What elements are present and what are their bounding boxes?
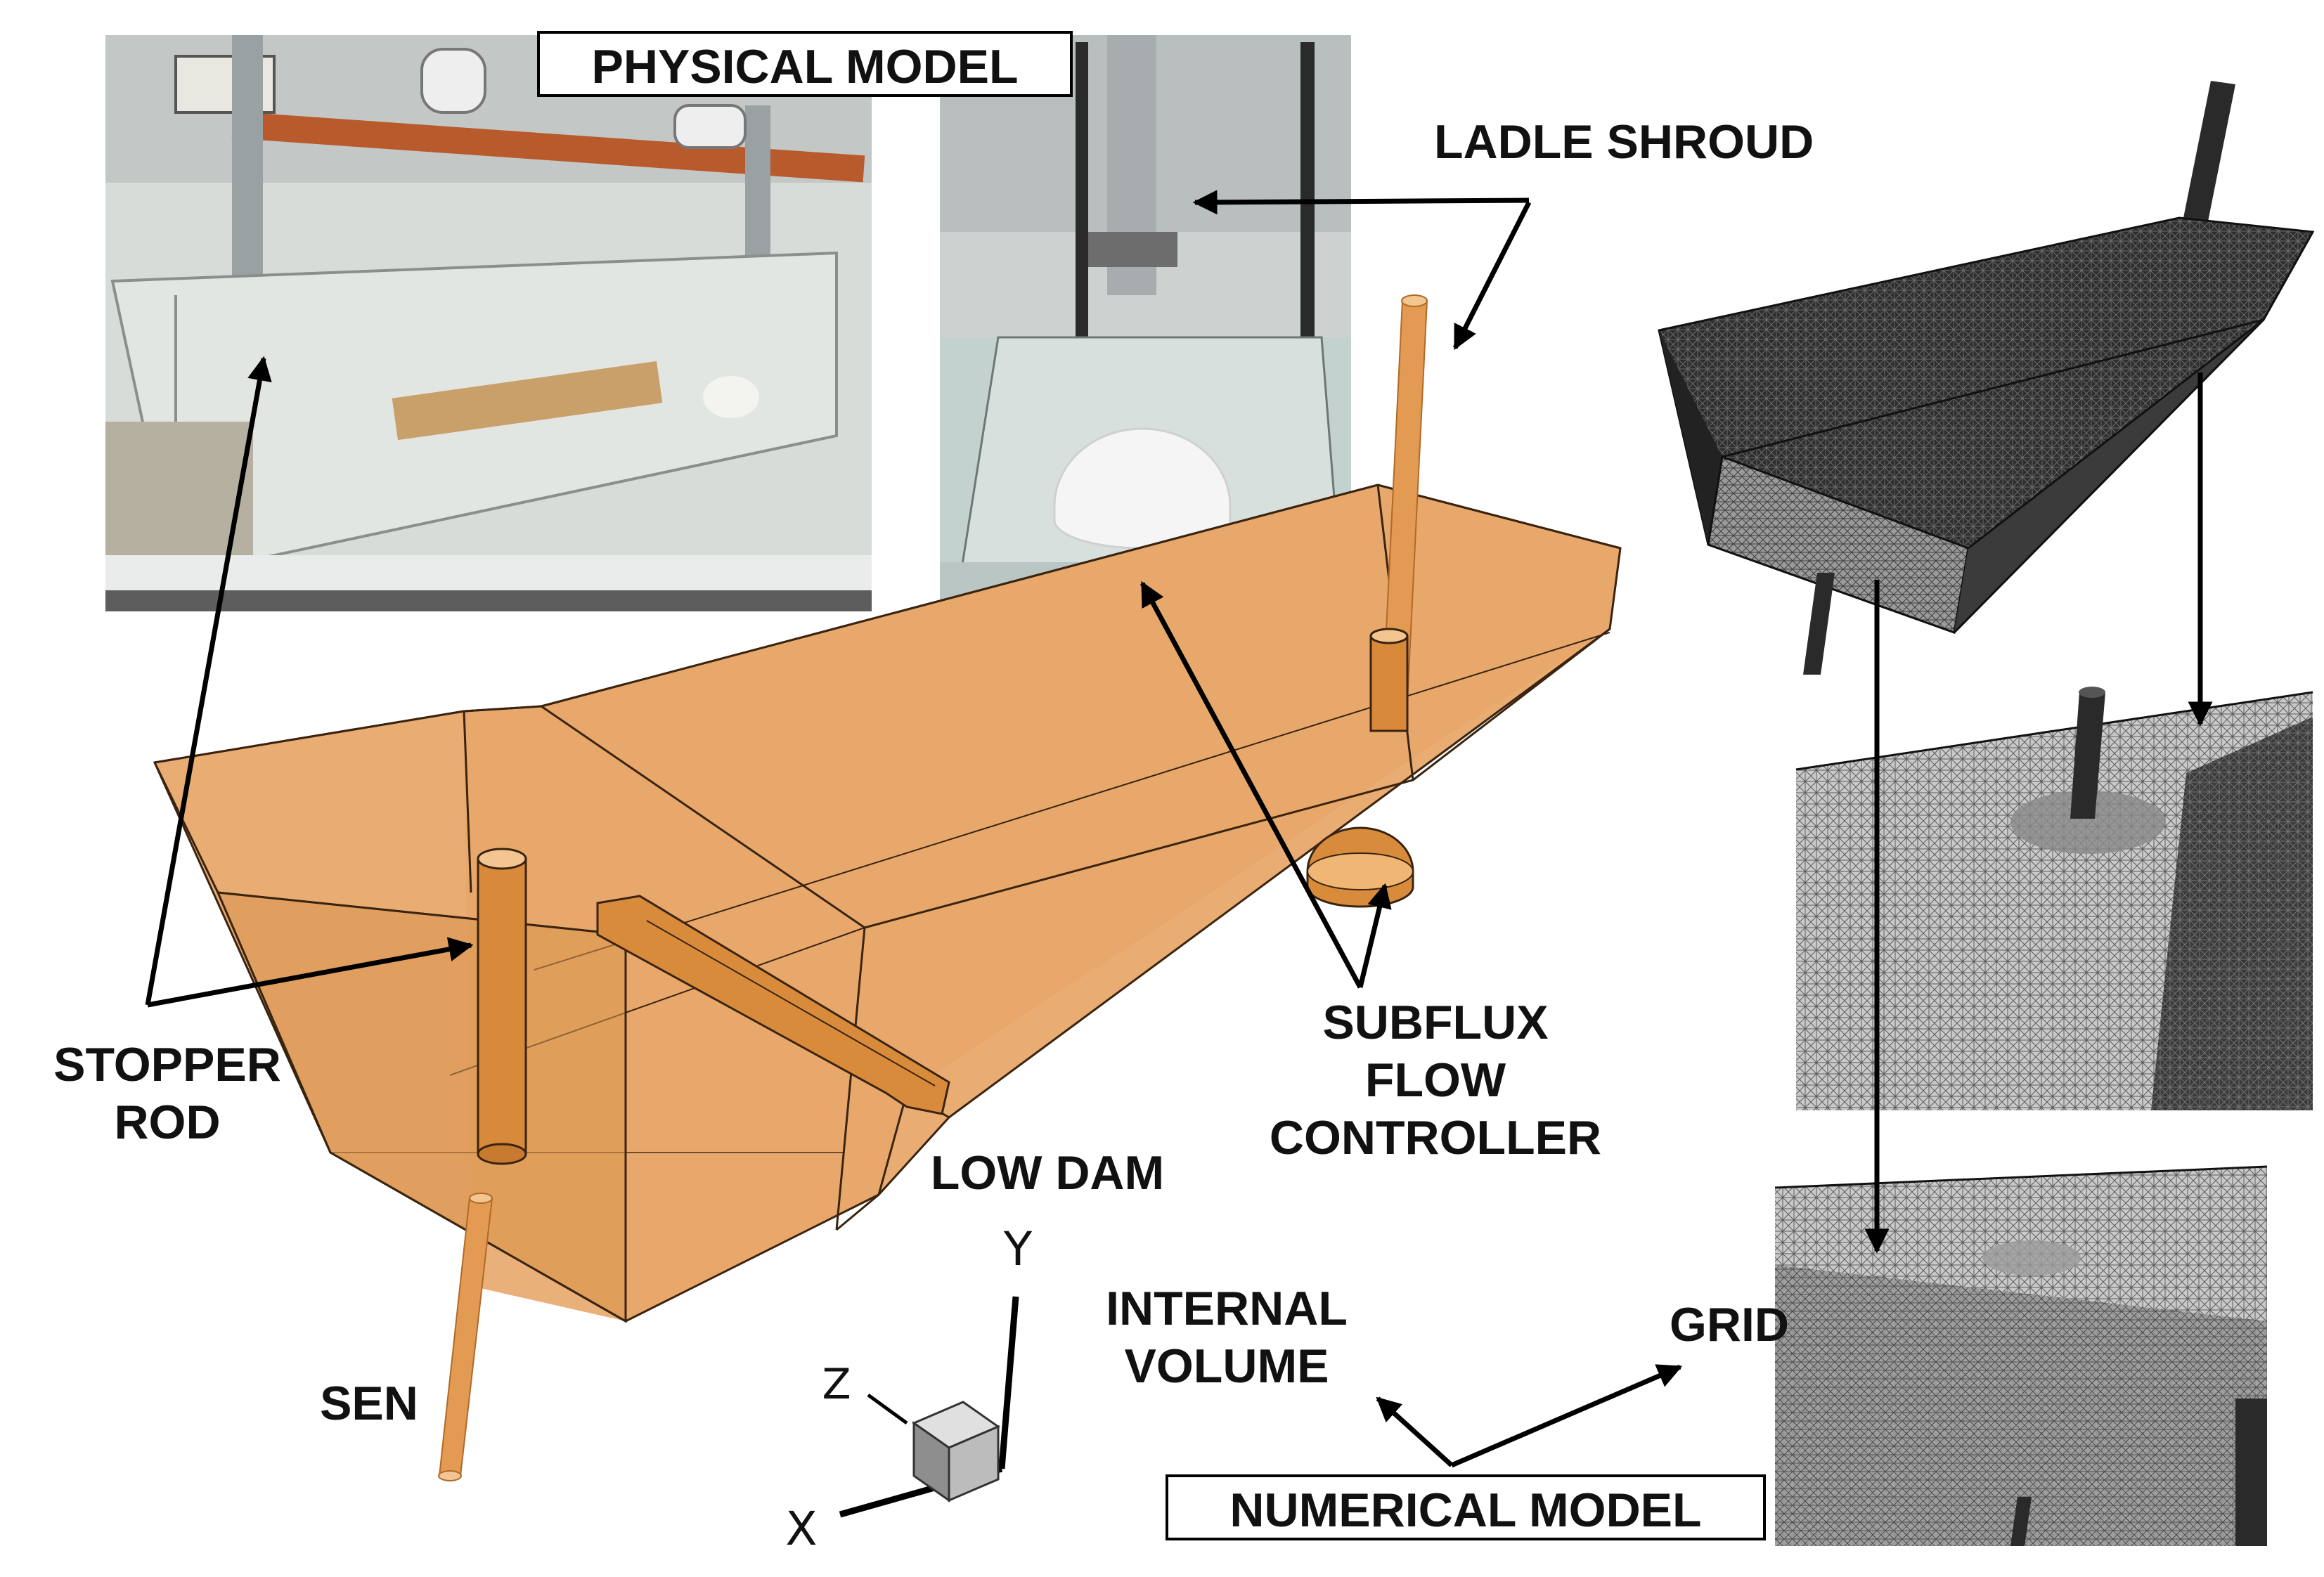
numerical-model-title: NUMERICAL MODEL [1167, 1476, 1764, 1539]
sen-label: SEN [320, 1377, 418, 1430]
sen-nozzle [439, 1193, 492, 1481]
grid-mesh-coarse [1659, 81, 2313, 675]
axis-z-label: Z [822, 1360, 851, 1409]
axis-y-label: Y [1003, 1222, 1033, 1276]
svg-text:VOLUME: VOLUME [1125, 1339, 1329, 1393]
axis-triad: Y Z X [785, 1222, 1032, 1556]
ladle-shroud-label: LADLE SHROUD [1434, 115, 1814, 169]
axis-cube-icon [914, 1402, 998, 1500]
grid-label: GRID [1670, 1298, 1789, 1351]
low-dam-label: LOW DAM [931, 1146, 1164, 1200]
subflux-flow-controller [1308, 828, 1413, 907]
grid-mesh-detail-1 [1796, 687, 2313, 1110]
svg-text:STOPPER: STOPPER [53, 1038, 281, 1091]
axis-x-label: X [785, 1502, 817, 1556]
physical-model-title: PHYSICAL MODEL [538, 32, 1071, 96]
arrow-ladle-shroud-photo [1195, 200, 1529, 202]
physical-model-label: PHYSICAL MODEL [591, 40, 1018, 93]
subflux-flow-controller-label: SUBFLUX FLOW CONTROLLER [1270, 996, 1601, 1164]
svg-text:INTERNAL: INTERNAL [1106, 1282, 1348, 1335]
physical-model-photo-1 [105, 35, 872, 611]
stopper-rod [478, 849, 526, 1164]
svg-text:SUBFLUX: SUBFLUX [1322, 996, 1548, 1049]
svg-text:ROD: ROD [114, 1096, 220, 1149]
grid-mesh-detail-2 [1775, 1167, 2267, 1546]
arrow-internal-volume [1378, 1398, 1452, 1465]
arrow-grid [1452, 1367, 1680, 1465]
svg-text:CONTROLLER: CONTROLLER [1270, 1111, 1601, 1164]
internal-volume-label: INTERNAL VOLUME [1106, 1282, 1348, 1393]
svg-text:FLOW: FLOW [1365, 1053, 1506, 1107]
numerical-model-label: NUMERICAL MODEL [1229, 1484, 1701, 1537]
stopper-rod-label: STOPPER ROD [53, 1038, 281, 1149]
arrow-ladle-shroud-model [1455, 202, 1529, 348]
